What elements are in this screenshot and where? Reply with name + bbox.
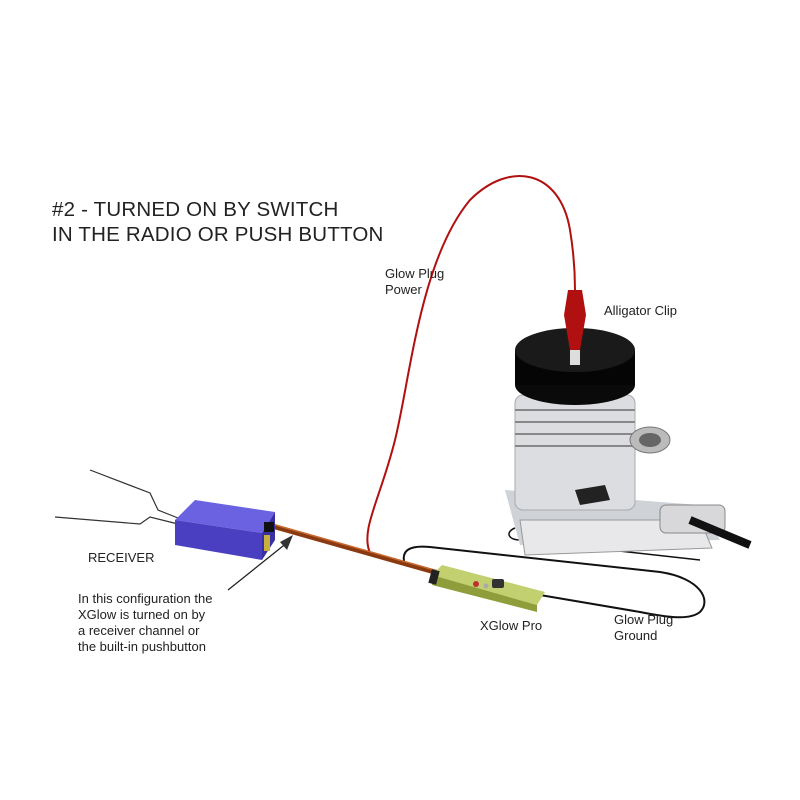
note-line: a receiver channel or bbox=[78, 623, 200, 638]
pointer-arrow bbox=[227, 535, 293, 591]
alligator-clip bbox=[564, 290, 586, 365]
glow-plug-ground-label: Glow Plug Ground bbox=[614, 612, 673, 644]
xglow-pushbutton bbox=[492, 579, 504, 588]
receiver-box bbox=[175, 500, 275, 560]
glow-plug-power-label: Glow Plug Power bbox=[385, 266, 444, 298]
xglow-pro-device bbox=[428, 565, 545, 612]
receiver-label: RECEIVER bbox=[88, 550, 155, 565]
label-line: Glow Plug bbox=[614, 612, 674, 627]
receiver-lead bbox=[271, 523, 439, 576]
note-line: XGlow is turned on by bbox=[78, 607, 206, 622]
label-line: Ground bbox=[614, 628, 658, 643]
alligator-clip-label: Alligator Clip bbox=[604, 303, 677, 318]
receiver-antennas bbox=[54, 469, 179, 525]
xglow-pro-label: XGlow Pro bbox=[480, 618, 543, 633]
label-line: Power bbox=[385, 282, 422, 297]
glow-plug-ground-wire bbox=[402, 545, 706, 619]
note-line: In this configuration the bbox=[78, 591, 213, 606]
note-line: the built-in pushbutton bbox=[78, 639, 206, 654]
glow-plug-power-wire bbox=[366, 175, 576, 554]
title-line-2: IN THE RADIO OR PUSH BUTTON bbox=[52, 223, 384, 246]
glow-engine bbox=[505, 328, 752, 556]
config-note: In this configuration the XGlow is turne… bbox=[78, 591, 212, 655]
label-line: Glow Plug bbox=[385, 266, 445, 281]
diagram-title: #2 - TURNED ON BY SWITCH IN THE RADIO OR… bbox=[52, 197, 384, 247]
title-line-1: #2 - TURNED ON BY SWITCH bbox=[52, 198, 339, 221]
